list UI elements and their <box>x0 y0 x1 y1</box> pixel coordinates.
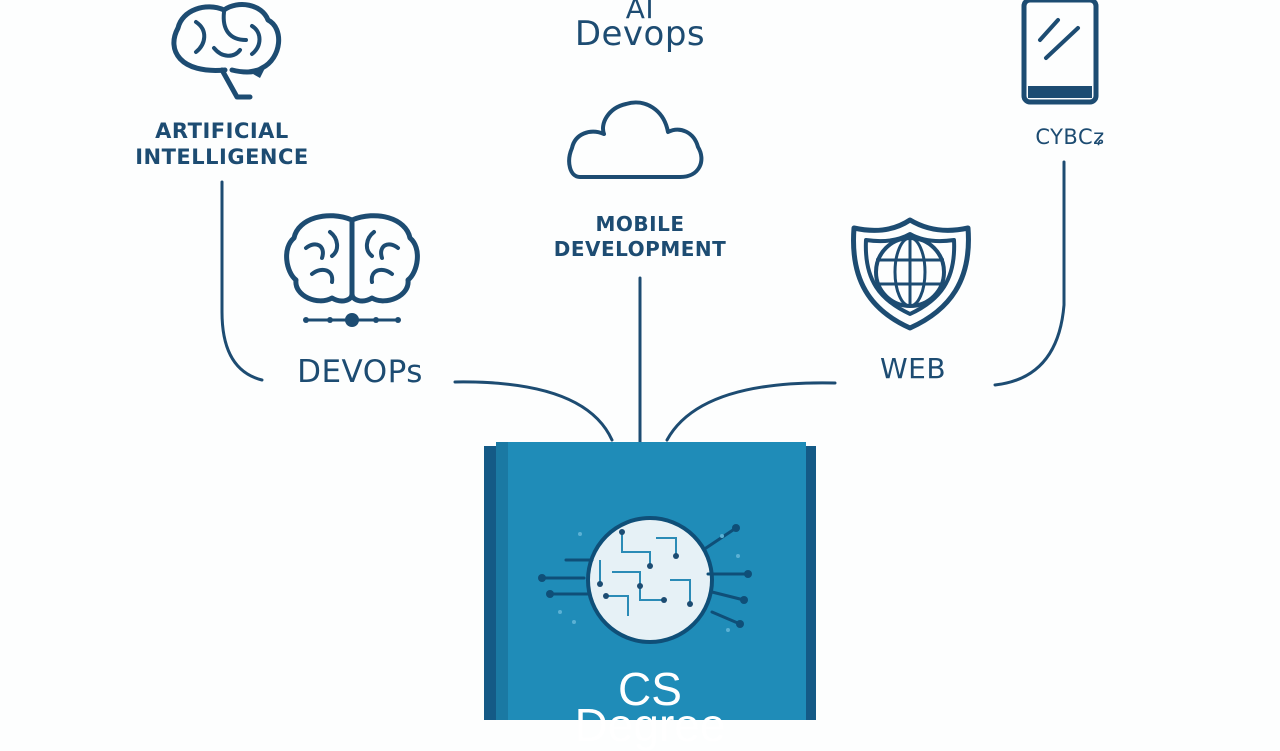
label-development: DEVELOPMENT <box>553 237 727 261</box>
circuit-icon <box>538 516 752 644</box>
connector-web <box>665 381 837 442</box>
label-artificial-intelligence: ARTIFICIAL INTELLIGENCE <box>100 118 344 170</box>
brain-icon <box>171 2 282 100</box>
cloud-icon <box>567 100 704 179</box>
cs-degree-book <box>484 442 816 720</box>
connector-ai <box>220 180 264 382</box>
top-label-ai: AI <box>625 0 655 25</box>
label-artificial: ARTIFICIAL <box>155 119 289 143</box>
label-devops: DEVOPs <box>297 354 423 390</box>
book-title-cs: CS <box>618 663 682 715</box>
top-label-devops: Devops <box>574 14 706 54</box>
label-mobile: MOBILE <box>595 212 685 236</box>
label-web: WEB <box>879 352 947 385</box>
smartphone-icon <box>1021 0 1099 105</box>
connector-devops <box>453 380 614 442</box>
label-intelligence: INTELLIGENCE <box>135 145 309 169</box>
brain-network-icon <box>284 213 420 322</box>
connector-cyber <box>993 160 1066 387</box>
book-title-degree: Degree <box>574 699 726 751</box>
diagram-canvas <box>171 0 1099 720</box>
label-mobile-development: MOBILE DEVELOPMENT <box>520 212 760 262</box>
globe-shield-icon <box>850 217 971 331</box>
label-cyber: CYBCʑ <box>1035 125 1105 149</box>
